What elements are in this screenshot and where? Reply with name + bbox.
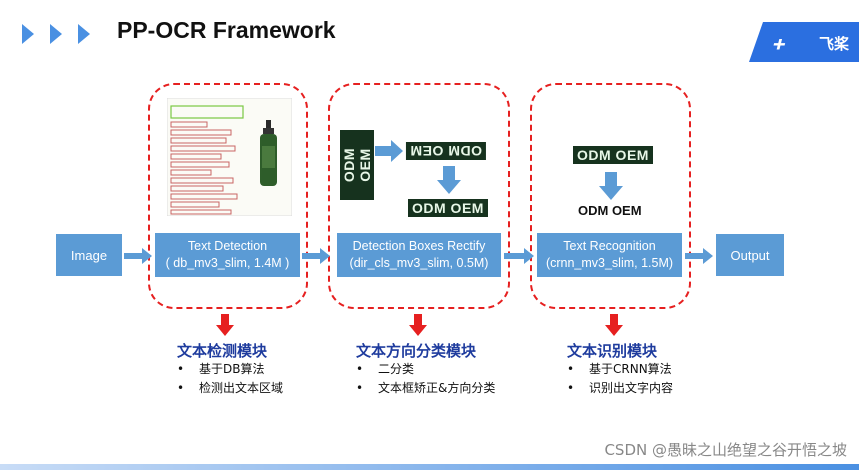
recognition-sample-input: ODM OEM: [573, 146, 653, 164]
text-detection-title: Text Detection: [187, 239, 268, 253]
rectify-module-outline: [328, 83, 510, 309]
recognition-model: (crnn_mv3_slim, 1.5M): [545, 256, 674, 270]
output-box: Output: [716, 234, 784, 276]
image-input-label: Image: [70, 247, 108, 263]
page-title: PP-OCR Framework: [117, 17, 336, 43]
text-detection-model: ( db_mv3_slim, 1.4M ): [165, 256, 290, 270]
chevron-right-icon: [78, 24, 90, 44]
red-arrow-down-icon: [409, 314, 427, 336]
bottom-accent-bar: [0, 464, 859, 470]
recognition-module-bullets: 基于CRNN算法 识别出文字内容: [567, 360, 673, 398]
recognition-module-outline: [530, 83, 691, 309]
red-arrow-down-icon: [216, 314, 234, 336]
recognition-sample-output: ODM OEM: [578, 203, 642, 218]
arrow-right-icon: [685, 248, 713, 264]
list-item: 文本框矫正&方向分类: [356, 379, 495, 398]
chevron-right-icon: [50, 24, 62, 44]
svg-text:ᚐ: ᚐ: [773, 31, 786, 55]
arrow-right-icon: [375, 140, 403, 162]
output-label: Output: [730, 247, 770, 263]
detection-module-bullets: 基于DB算法 检测出文本区域: [177, 360, 283, 398]
recognition-module-title: 文本识别模块: [567, 342, 658, 360]
detection-boxes-rectify-box: Detection Boxes Rectify (dir_cls_mv3_sli…: [337, 233, 501, 277]
image-input-box: Image: [56, 234, 122, 276]
list-item: 检测出文本区域: [177, 379, 283, 398]
arrow-down-icon: [599, 172, 623, 200]
detection-module-title: 文本检测模块: [177, 342, 268, 360]
arrow-right-icon: [504, 248, 534, 264]
arrow-down-icon: [437, 166, 461, 194]
list-item: 二分类: [356, 360, 495, 379]
rectify-title: Detection Boxes Rectify: [352, 239, 486, 253]
list-item: 基于CRNN算法: [567, 360, 673, 379]
rectify-module-title: 文本方向分类模块: [356, 342, 477, 360]
detection-module-outline: [148, 83, 308, 309]
rectify-module-bullets: 二分类 文本框矫正&方向分类: [356, 360, 495, 398]
logo-text: 飞桨: [819, 35, 850, 53]
rectify-sample-corrected: ODM OEM: [408, 199, 488, 217]
rectify-sample-rotated: ODM OEM: [340, 130, 374, 200]
detection-sample-image: [167, 98, 292, 216]
arrow-right-icon: [302, 248, 330, 264]
red-arrow-down-icon: [605, 314, 623, 336]
chevron-right-icon: [22, 24, 34, 44]
arrow-right-icon: [124, 248, 152, 264]
watermark-text: CSDN @愚昧之山绝望之谷开悟之坡: [604, 441, 847, 459]
list-item: 识别出文字内容: [567, 379, 673, 398]
text-recognition-box: Text Recognition (crnn_mv3_slim, 1.5M): [537, 233, 682, 277]
rectify-model: (dir_cls_mv3_slim, 0.5M): [349, 256, 489, 270]
paddle-logo: ᚐ 飞桨: [749, 22, 859, 62]
text-detection-box: Text Detection ( db_mv3_slim, 1.4M ): [155, 233, 300, 277]
rectify-sample-upside-down: ODM OEM: [406, 142, 486, 160]
recognition-title: Text Recognition: [563, 239, 656, 253]
list-item: 基于DB算法: [177, 360, 283, 379]
